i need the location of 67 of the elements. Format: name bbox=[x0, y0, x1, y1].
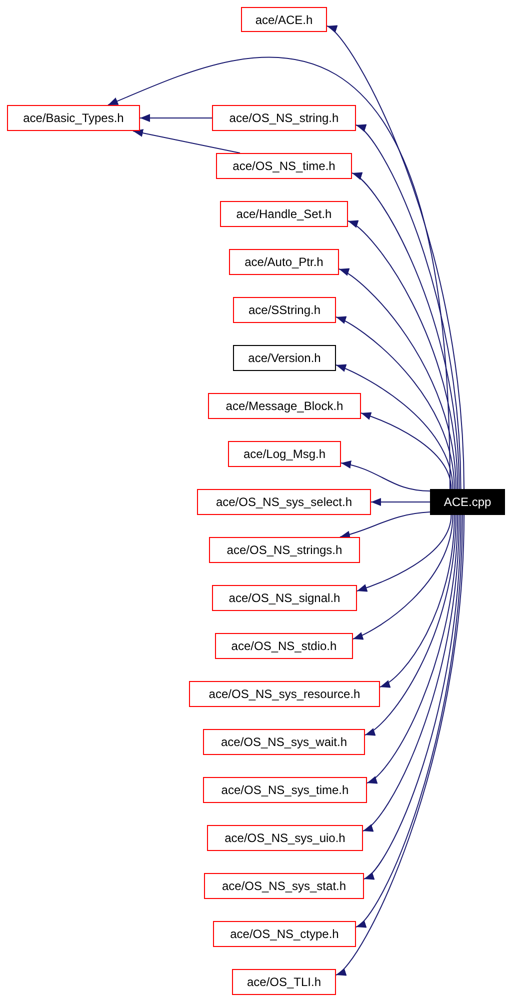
dependency-arrow bbox=[370, 498, 430, 506]
file-box bbox=[203, 777, 367, 803]
dependency-arrow bbox=[326, 26, 464, 490]
dependency-arrow bbox=[108, 58, 450, 490]
file-box bbox=[213, 921, 356, 947]
dependency-arrow bbox=[336, 514, 464, 976]
file-name: ace/OS_NS_sys_uio.h bbox=[224, 831, 346, 845]
file-box bbox=[233, 297, 336, 323]
dependency-arrow bbox=[340, 512, 430, 538]
file-name: ace/OS_NS_time.h bbox=[232, 159, 336, 173]
dependency-arrow bbox=[364, 514, 462, 880]
dependency-arrow bbox=[366, 514, 458, 784]
dependency-arrow bbox=[360, 412, 452, 490]
dependency-arrow bbox=[336, 364, 454, 490]
file-name: ace/Message_Block.h bbox=[226, 399, 344, 413]
dependency-arrow bbox=[352, 172, 460, 490]
file-box bbox=[203, 729, 365, 755]
dependency-arrow bbox=[348, 220, 458, 490]
file-name: ace/OS_NS_sys_time.h bbox=[221, 783, 349, 797]
file-box bbox=[232, 969, 336, 995]
file-box bbox=[241, 7, 327, 32]
file-name: ace/OS_NS_strings.h bbox=[226, 543, 342, 557]
file-name: ace/OS_NS_sys_stat.h bbox=[222, 879, 346, 893]
file-name: ace/Log_Msg.h bbox=[243, 447, 326, 461]
file-name: ace/Auto_Ptr.h bbox=[244, 255, 324, 269]
dependency-arrow bbox=[340, 460, 430, 492]
dependency-arrow bbox=[362, 514, 460, 832]
file-name: ace/OS_NS_ctype.h bbox=[230, 927, 339, 941]
dependency-arrow bbox=[140, 114, 212, 122]
file-box bbox=[204, 873, 364, 899]
file-box bbox=[189, 681, 380, 707]
dependency-arrow bbox=[336, 316, 455, 490]
file-box bbox=[209, 537, 360, 563]
file-box bbox=[228, 441, 341, 467]
file-name: ace/OS_TLI.h bbox=[246, 975, 322, 989]
dependency-arrow bbox=[380, 514, 455, 688]
file-box bbox=[229, 249, 339, 275]
dependency-arrow bbox=[132, 129, 240, 154]
dependency-arrow bbox=[352, 514, 454, 640]
file-name: ace/Basic_Types.h bbox=[23, 111, 124, 125]
file-box bbox=[208, 393, 361, 419]
file-box bbox=[207, 825, 363, 851]
dependency-arrow bbox=[356, 124, 462, 490]
file-name: ace/OS_NS_string.h bbox=[229, 111, 339, 125]
file-name: ace/Version.h bbox=[248, 351, 321, 365]
file-box bbox=[212, 585, 357, 611]
dependency-arrow bbox=[356, 514, 463, 928]
file-box bbox=[212, 105, 356, 131]
file-name: ace/ACE.h bbox=[255, 12, 313, 26]
file-name: ace/OS_NS_sys_resource.h bbox=[208, 687, 360, 701]
file-name: ace/OS_NS_signal.h bbox=[228, 591, 340, 605]
dependency-arrow bbox=[338, 268, 456, 490]
file-box bbox=[216, 153, 352, 179]
file-name: ace/Handle_Set.h bbox=[236, 207, 332, 221]
file-box bbox=[220, 201, 348, 227]
file-name: ace/OS_NS_sys_wait.h bbox=[220, 735, 348, 749]
file-box bbox=[233, 345, 336, 371]
file-name: ace/OS_NS_sys_select.h bbox=[216, 495, 352, 509]
file-name: ace/OS_NS_stdio.h bbox=[231, 639, 337, 653]
file-box bbox=[215, 633, 353, 659]
file-box bbox=[7, 105, 140, 131]
file-name: ACE.cpp bbox=[444, 495, 492, 509]
file-name: ace/SString.h bbox=[248, 303, 321, 317]
highlighted-file-box bbox=[430, 489, 505, 515]
dependency-arrow bbox=[356, 514, 452, 592]
dependency-arrow bbox=[364, 514, 456, 736]
file-box bbox=[197, 489, 371, 515]
